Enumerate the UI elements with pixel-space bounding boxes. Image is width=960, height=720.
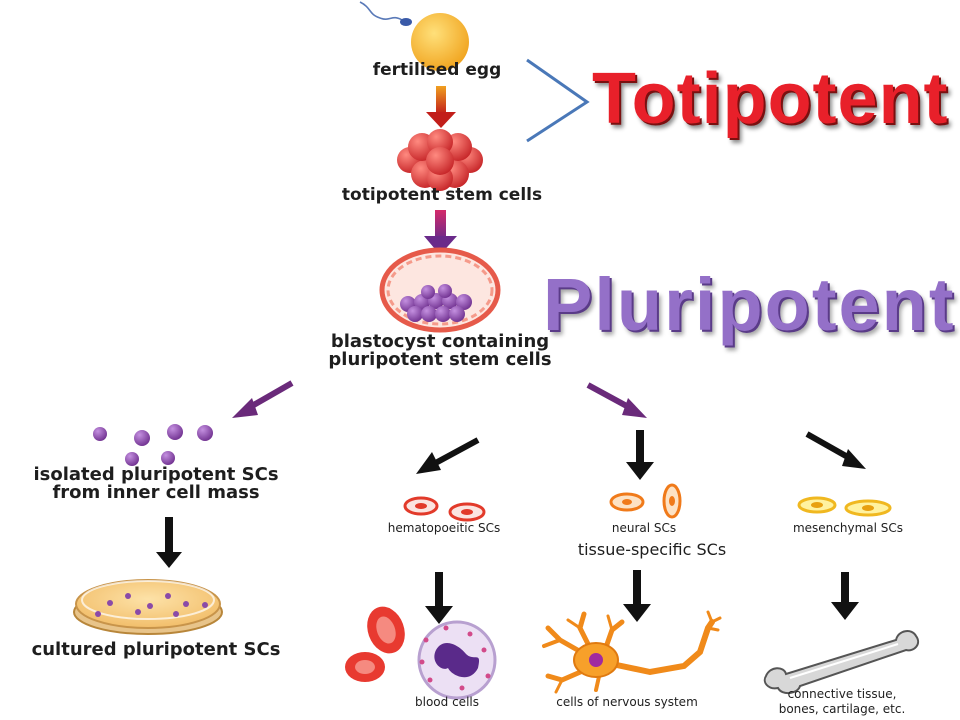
blastocyst-icon [379, 247, 501, 333]
label-tissue-specific: tissue-specific SCs [577, 540, 727, 559]
isolated-pluripotent-cells [93, 424, 213, 466]
arrow-to-nervous-cells [623, 570, 651, 622]
label-cultured: cultured pluripotent SCs [31, 639, 281, 660]
label-hematopoeitic: hematopoeitic SCs [387, 521, 501, 535]
label-isolated-line1: isolated pluripotent SCs [33, 464, 279, 485]
sperm-and-egg-icon [359, 1, 469, 71]
arrow-blastocyst-right [586, 382, 647, 418]
arrow-isolated-to-cultured [156, 517, 182, 568]
petri-dish-icon [73, 579, 223, 635]
totipotent-bracket [526, 58, 590, 143]
label-blastocyst-line1: blastocyst containing [330, 331, 550, 352]
morula-cluster-icon [397, 129, 483, 191]
arrow-to-connective-tissue [831, 572, 859, 620]
label-totipotent-stem-cells: totipotent stem cells [341, 185, 543, 205]
label-neural: neural SCs [611, 521, 677, 535]
label-isolated-line2: from inner cell mass [52, 482, 260, 503]
mesenchymal-cells [797, 496, 892, 517]
label-connective-line1: connective tissue, [787, 687, 897, 701]
neuron-nucleus [589, 653, 603, 667]
bone-icon [763, 630, 920, 694]
label-nervous-cells: cells of nervous system [556, 695, 698, 709]
label-connective-line2: bones, cartilage, etc. [778, 702, 906, 716]
arrow-to-mesenchymal [805, 431, 866, 469]
arrow-to-blood-cells [425, 572, 453, 624]
label-blood-cells: blood cells [415, 695, 479, 709]
hematopoeitic-cells [403, 496, 486, 522]
neuron-icon [542, 610, 722, 694]
arrow-to-hematopoeitic [416, 437, 480, 474]
label-fertilised-egg: fertilised egg [372, 60, 502, 80]
arrow-to-neural [626, 430, 654, 480]
label-mesenchymal: mesenchymal SCs [792, 521, 904, 535]
blood-cells-icon [345, 606, 497, 700]
arrow-egg-to-morula [426, 86, 456, 128]
neural-cells [609, 483, 682, 519]
arrow-morula-to-blastocyst [424, 210, 457, 255]
arrow-blastocyst-left [232, 380, 294, 418]
pluripotent-heading: Pluripotent [543, 263, 956, 346]
label-blastocyst-line2: pluripotent stem cells [328, 349, 552, 370]
totipotent-heading: Totipotent [592, 59, 949, 139]
